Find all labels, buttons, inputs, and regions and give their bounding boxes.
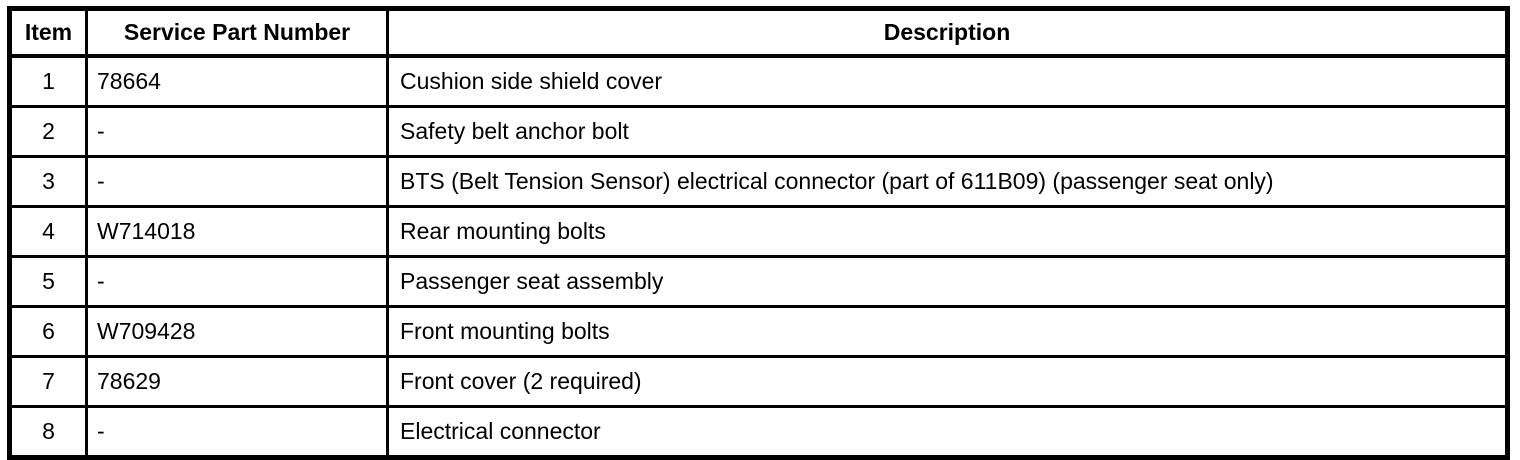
cell-service-part-number: 78629: [86, 356, 389, 408]
cell-service-part-number: -: [86, 256, 389, 308]
cell-description: Passenger seat assembly: [387, 256, 1508, 308]
cell-description: Front mounting bolts: [387, 306, 1508, 358]
cell-item: 7: [9, 356, 88, 408]
cell-service-part-number: -: [86, 106, 389, 158]
cell-item: 8: [9, 406, 88, 458]
cell-description: Electrical connector: [400, 418, 601, 444]
table-row: 7 78629 Front cover (2 required): [9, 356, 1508, 408]
page-canvas: Item Service Part Number Description 1 7…: [7, 6, 1510, 460]
cell-item: 1: [9, 56, 88, 108]
cell-description: Rear mounting bolts: [387, 206, 1508, 258]
table-row: 5 - Passenger seat assembly: [9, 256, 1508, 308]
table-row: 6 W709428 Front mounting bolts: [9, 306, 1508, 358]
table-row: 1 78664 Cushion side shield cover: [9, 56, 1508, 108]
column-header-service-part-number: Service Part Number: [86, 8, 389, 58]
cell-description: Front cover (2 required): [387, 356, 1508, 408]
table-row: 8 - Electrical connector: [9, 406, 1508, 458]
table-header-row: Item Service Part Number Description: [9, 8, 1508, 58]
cell-description: BTS (Belt Tension Sensor) electrical con…: [387, 156, 1508, 208]
cell-service-part-number: -: [86, 406, 389, 458]
table-row: 3 - BTS (Belt Tension Sensor) electrical…: [9, 156, 1508, 208]
cell-item: 6: [9, 306, 88, 358]
cell-description: Safety belt anchor bolt: [387, 106, 1508, 158]
table-row: 4 W714018 Rear mounting bolts: [9, 206, 1508, 258]
table-row: 2 - Safety belt anchor bolt: [9, 106, 1508, 158]
cell-item: 2: [9, 106, 88, 158]
column-header-description: Description: [387, 8, 1508, 58]
cell-service-part-number: 78664: [86, 56, 389, 108]
cell-item: 4: [9, 206, 88, 258]
cell-service-part-number: W714018: [86, 206, 389, 258]
table-header: Item Service Part Number Description: [9, 8, 1508, 58]
cell-service-part-number: -: [86, 156, 389, 208]
cell-item: 3: [9, 156, 88, 208]
table-body: 1 78664 Cushion side shield cover 2 - Sa…: [9, 56, 1508, 458]
cell-service-part-number: W709428: [86, 306, 389, 358]
cell-item: 5: [9, 256, 88, 308]
column-header-item: Item: [9, 8, 88, 58]
cell-description: Cushion side shield cover: [387, 56, 1508, 108]
service-parts-table: Item Service Part Number Description 1 7…: [7, 6, 1510, 460]
